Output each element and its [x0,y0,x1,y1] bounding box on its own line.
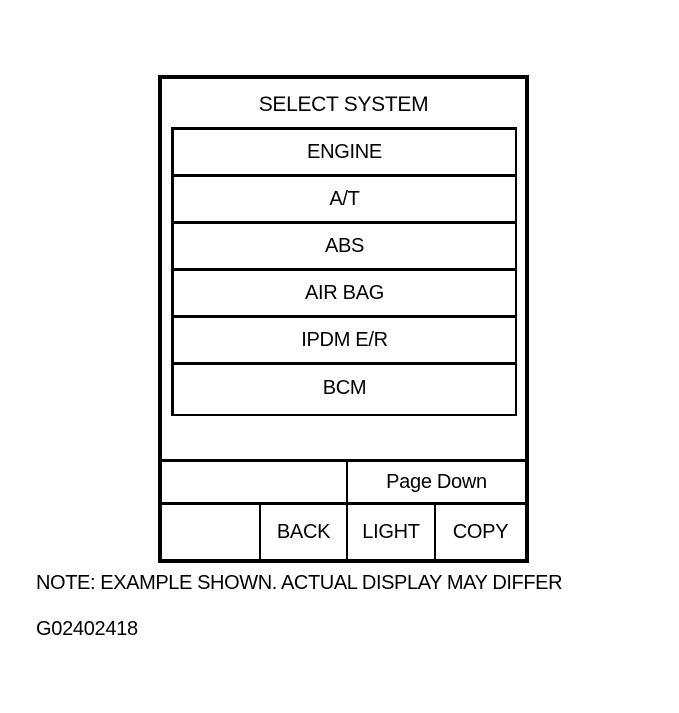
softkey-row: BACK LIGHT COPY [162,502,525,559]
copy-button[interactable]: COPY [434,505,525,559]
system-item-bcm[interactable]: BCM [322,377,367,399]
back-button[interactable]: BACK [259,505,346,559]
blank-softkey [162,505,259,559]
light-button[interactable]: LIGHT [346,505,434,559]
system-item-ipdm-er[interactable]: IPDM E/R [174,318,515,365]
page-control-row: Page Down [162,459,525,502]
figure-note: NOTE: EXAMPLE SHOWN. ACTUAL DISPLAY MAY … [36,572,563,594]
screen-title: SELECT SYSTEM [258,93,429,116]
system-item-engine[interactable]: ENGINE [174,130,515,177]
empty-cell [162,462,346,502]
system-item-air-bag[interactable]: AIR BAG [174,271,515,318]
figure-id: G02402418 [36,618,138,640]
system-list: ENGINE A/T ABS AIR BAG IPDM E/R BCM [171,127,517,416]
system-item-abs[interactable]: ABS [174,224,515,271]
system-item-at[interactable]: A/T [174,177,515,224]
page-down-button[interactable]: Page Down [346,462,525,502]
consult-display-screen: SELECT SYSTEM ENGINE A/T ABS AIR BAG IPD… [158,75,529,563]
